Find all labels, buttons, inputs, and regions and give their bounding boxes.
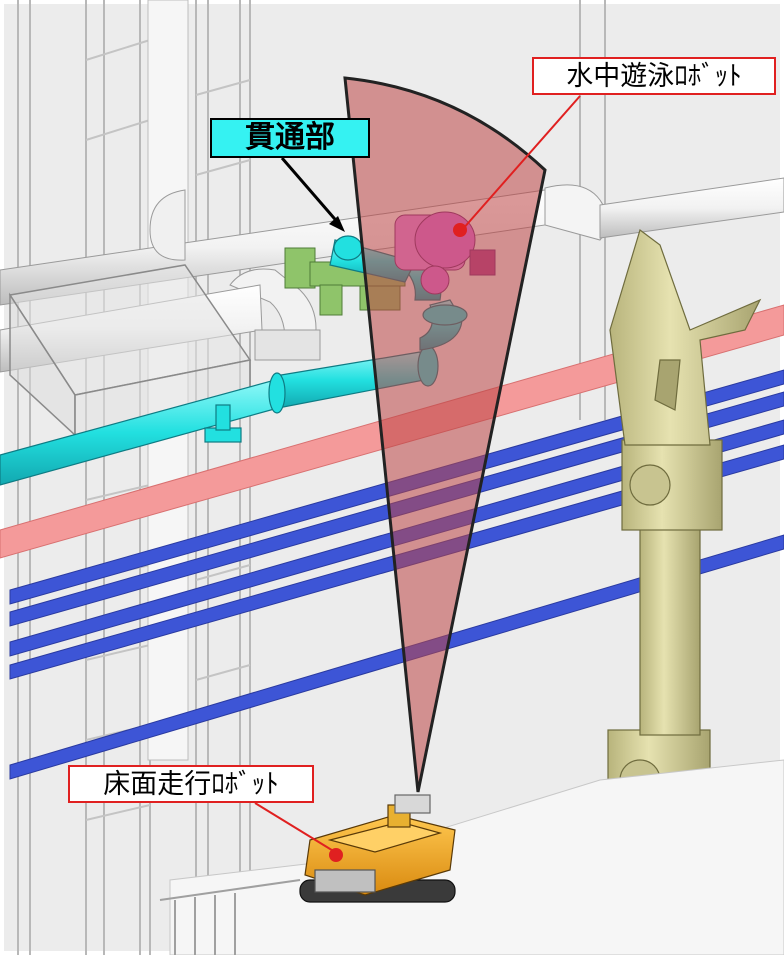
floor-plane <box>169 759 784 955</box>
penetration-label: 貫通部 <box>210 118 370 158</box>
penetration-leader-line <box>280 157 342 226</box>
penetration-leader-arrow <box>329 216 345 232</box>
camera-view-cone <box>343 76 547 793</box>
floor-leader-line <box>254 802 336 853</box>
floor-railing <box>159 879 301 955</box>
underwater-leader-line <box>461 95 581 231</box>
floor-robot-dot <box>329 848 343 862</box>
floor-robot-label: 床面走行ﾛﾎﾞｯﾄ <box>68 765 314 803</box>
glass-cover-box <box>8 264 252 437</box>
underwater-robot-dot <box>453 223 467 237</box>
underwater-robot-label: 水中遊泳ﾛﾎﾞｯﾄ <box>532 57 776 95</box>
floor-robot <box>299 794 456 903</box>
